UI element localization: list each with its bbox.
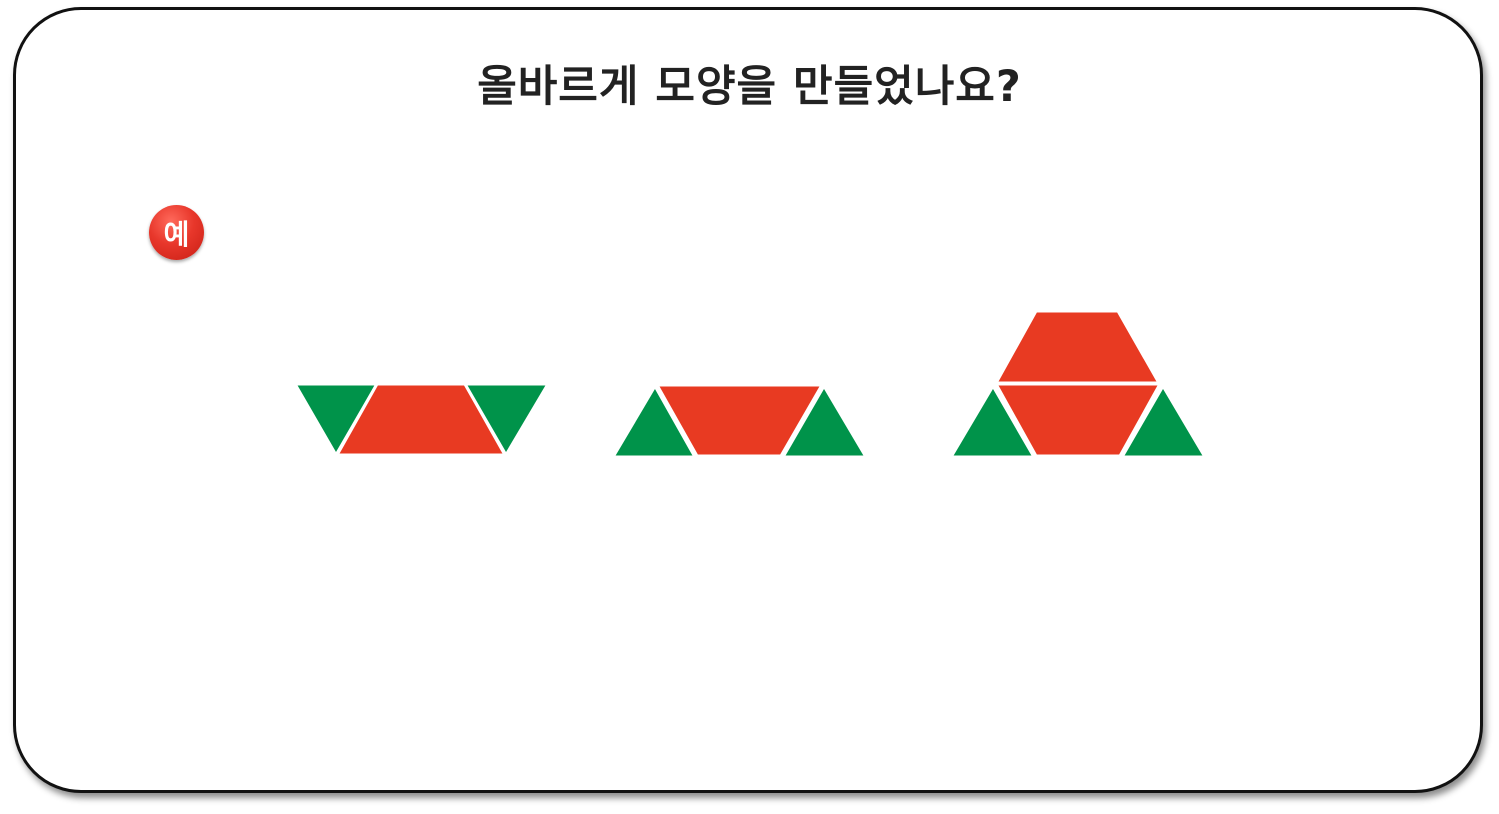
red-trapezoid-top	[993, 309, 1162, 385]
green-triangle-left	[610, 383, 698, 459]
green-triangle-left	[948, 383, 1037, 459]
example-badge: 예	[149, 205, 204, 260]
question-title: 올바르게 모양을 만들었나요?	[477, 62, 1022, 112]
green-triangle-right	[1119, 383, 1208, 459]
figure-1	[292, 382, 551, 458]
green-triangle-right	[462, 382, 551, 458]
green-triangle-right	[780, 383, 869, 459]
red-trapezoid-inverted	[993, 382, 1163, 458]
example-badge-label: 예	[163, 217, 190, 251]
figure-2	[610, 383, 869, 459]
figure-3	[948, 309, 1208, 459]
red-trapezoid-inverted	[654, 383, 825, 458]
